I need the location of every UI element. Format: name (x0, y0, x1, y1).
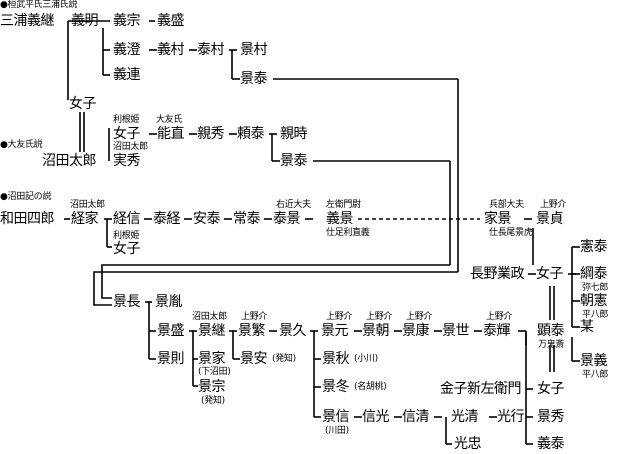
person-yasuteru: 泰輝 (483, 323, 511, 339)
person-yasutsune: 泰経 (153, 211, 181, 227)
header-kanmu: ●桓武平氏三浦氏説 (0, 0, 78, 10)
person-numata-taro: 沼田太郎 (42, 153, 97, 169)
note-numata-taro-2: 沼田太郎 (70, 200, 105, 210)
note-mankisai: 万鬼斎 (538, 340, 565, 350)
note-kawada: (川田) (325, 426, 349, 436)
person-nagano: 長野業政 (470, 266, 525, 282)
person-kagekuma: 景胤 (155, 294, 183, 310)
person-mitsuyuki: 光行 (497, 409, 525, 425)
person-kagefuyu: 景冬 (322, 379, 350, 395)
person-wada-shiro: 和田四郎 (0, 211, 55, 227)
person-kageie: 景家 (198, 351, 226, 367)
person-kageyasu-miura: 景泰 (240, 71, 268, 87)
person-kageyasu-ko: 景康 (402, 323, 430, 339)
person-kenyasu: 憲泰 (580, 239, 608, 255)
person-yoshimune: 義宗 (113, 13, 141, 29)
note-nagao: 仕長尾景虎 (489, 228, 533, 238)
note-kozuke-kagesada: 上野介 (540, 200, 567, 210)
person-yoshimura: 義村 (157, 42, 185, 58)
note-kozuke-6: 上野介 (486, 312, 513, 322)
person-yoshimori: 義盛 (157, 13, 185, 29)
person-kaneko: 金子新左衛門 (440, 381, 522, 397)
person-chikatoki: 親時 (280, 126, 308, 142)
person-joshi-nagano: 女子 (536, 266, 564, 282)
person-joshi-numata: 女子 (113, 241, 141, 257)
note-numata-taro: 沼田太郎 (113, 142, 148, 152)
person-kageyasu-otomo: 景泰 (280, 153, 308, 169)
note-heihachiro-2: 平八郎 (582, 370, 609, 380)
note-heihachiro-1: 平八郎 (582, 310, 609, 320)
person-nobumitsu: 信光 (362, 409, 390, 425)
person-iekage: 家景 (484, 211, 512, 227)
person-chikahide: 親秀 (197, 126, 225, 142)
person-yoriyasu: 頼泰 (237, 126, 265, 142)
person-tsunenobu: 経信 (113, 211, 141, 227)
person-kagehide: 景秀 (537, 409, 565, 425)
person-yoshinao: 能直 (157, 126, 185, 142)
person-kagetsugu: 景継 (198, 323, 226, 339)
person-antai: 安泰 (193, 211, 221, 227)
note-yashichiro: 弥七郎 (582, 283, 609, 293)
header-numata: ●沼田記の説 (0, 192, 52, 202)
note-saemon: 左衛門尉 (326, 200, 361, 210)
note-ashikaga: 仕足利直義 (326, 228, 370, 238)
person-kageyasu-an: 景安 (240, 351, 268, 367)
note-tonehime-2: 利根姫 (113, 231, 140, 241)
person-kagemune: 景宗 (198, 379, 226, 395)
person-joshi-miura: 女子 (69, 96, 97, 112)
note-hacchi-2: (発知) (272, 354, 296, 364)
note-koyama: (小川) (354, 354, 378, 364)
person-nobukiyo: 信清 (402, 409, 430, 425)
note-hacchi-1: (発知) (201, 396, 225, 406)
person-yoshikage: 義景 (326, 211, 354, 227)
note-kozuke-3: 上野介 (326, 312, 353, 322)
person-mitsukiyo: 光清 (451, 409, 479, 425)
note-tonehime: 利根姫 (113, 115, 140, 125)
note-shimonumata: (下沼田) (198, 367, 231, 377)
note-hyobu: 兵部大夫 (489, 200, 524, 210)
person-tomonori: 朝憲 (580, 293, 608, 309)
person-kagetomo: 景朝 (362, 323, 390, 339)
note-ukon: 右近大夫 (276, 200, 311, 210)
person-kagenori: 景則 (157, 351, 185, 367)
person-yoshiaki: 義明 (71, 13, 99, 29)
person-kagemoto: 景元 (321, 323, 349, 339)
note-numata-taro-3: 沼田太郎 (192, 312, 227, 322)
person-tsuneie: 経家 (71, 211, 99, 227)
person-bou: 某 (580, 319, 594, 335)
person-kagenobu: 景信 (322, 409, 350, 425)
person-kagehisa: 景久 (279, 323, 307, 339)
person-keisei: 景世 (442, 323, 470, 339)
note-kozuke-2: 上野介 (241, 312, 268, 322)
person-kagesada: 景貞 (536, 211, 564, 227)
person-tsuneyasu: 常泰 (233, 211, 261, 227)
person-tsunayasu: 綱泰 (580, 266, 608, 282)
person-yoshizumi: 義澄 (113, 42, 141, 58)
person-mitsutada: 光忠 (454, 436, 482, 452)
person-joshi-otomo: 女子 (113, 126, 141, 142)
person-joshi-kaneko: 女子 (537, 381, 565, 397)
person-yoshitsura: 義連 (113, 67, 141, 83)
person-yasukage: 泰景 (273, 211, 301, 227)
header-otomo: ●大友氏説 (0, 140, 43, 150)
note-otomoshi: 大友氏 (156, 115, 183, 125)
person-sanehide: 実秀 (113, 153, 141, 169)
person-kagenaga: 景長 (113, 294, 141, 310)
person-kageaki: 景秋 (322, 351, 350, 367)
person-akiyasu: 顕泰 (537, 323, 565, 339)
note-kozuke-4: 上野介 (366, 312, 393, 322)
person-miura-yoshitsugu: 三浦義継 (0, 13, 55, 29)
note-nagurumi: (名胡桃) (354, 382, 387, 392)
person-kageshige: 景繁 (238, 323, 266, 339)
person-kagenori-2: 景義 (580, 353, 608, 369)
person-kagemori: 景盛 (157, 323, 185, 339)
person-kagemura: 景村 (240, 42, 268, 58)
person-yasumura: 泰村 (197, 42, 225, 58)
person-yoshiyasu: 義泰 (537, 436, 565, 452)
note-kozuke-5: 上野介 (406, 312, 433, 322)
